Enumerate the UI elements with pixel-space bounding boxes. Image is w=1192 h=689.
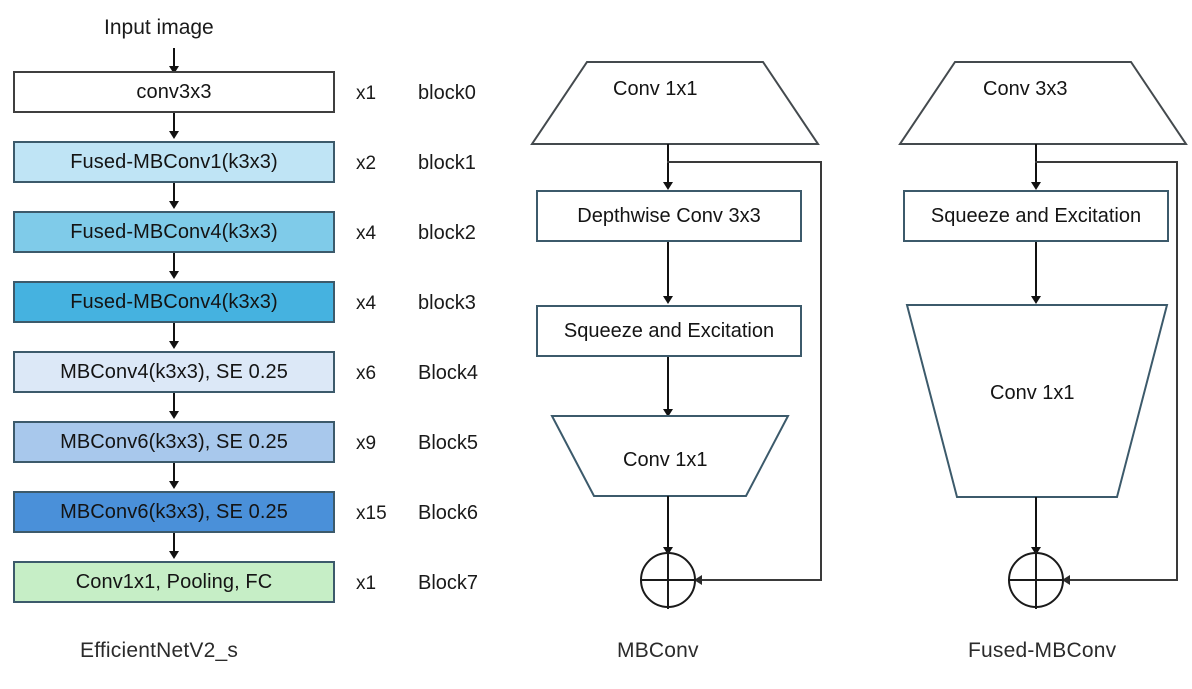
backbone-blockname-block3: block3 <box>418 292 476 314</box>
backbone-repeat-block6: x15 <box>356 503 387 524</box>
input-image-label: Input image <box>104 16 214 39</box>
mbconv-stage2-label: Depthwise Conv 3x3 <box>577 204 761 227</box>
input-connector-arrow <box>169 66 179 74</box>
backbone-connector-arrow-6 <box>169 551 179 559</box>
mbconv-skip-right <box>820 161 822 580</box>
backbone-connector-arrow-1 <box>169 201 179 209</box>
mbconv-expand-trapezoid <box>530 61 820 145</box>
mbconv-skip-top <box>667 161 822 163</box>
mbconv-arrow-1 <box>663 182 673 190</box>
mbconv-skip-arrow <box>694 575 702 585</box>
backbone-connector-arrow-0 <box>169 131 179 139</box>
backbone-box-block7: Conv1x1, Pooling, FC <box>13 561 335 603</box>
backbone-repeat-block0: x1 <box>356 83 377 104</box>
right-diagram-caption: Fused-MBConv <box>968 639 1117 662</box>
backbone-box-label: Conv1x1, Pooling, FC <box>75 570 273 593</box>
backbone-connector-arrow-3 <box>169 341 179 349</box>
mbconv-line-4 <box>667 496 669 550</box>
backbone-connector-line-4 <box>173 393 175 415</box>
mbconv-arrow-3 <box>663 409 673 417</box>
backbone-box-label: Fused-MBConv1(k3x3) <box>70 150 278 173</box>
backbone-connector-arrow-5 <box>169 481 179 489</box>
backbone-blockname-block5: Block5 <box>418 432 479 454</box>
backbone-repeat-block4: x6 <box>356 363 377 384</box>
backbone-blockname-block7: Block7 <box>418 572 479 594</box>
left-diagram-caption: EfficientNetV2_s <box>80 639 239 662</box>
fused-stage1-label: Conv 3x3 <box>983 78 1068 100</box>
fused-skip-top <box>1035 161 1178 163</box>
fused-skip-arrow <box>1062 575 1070 585</box>
fused-skip-bottom <box>1070 579 1178 581</box>
fused-stage3-label: Conv 1x1 <box>990 382 1075 404</box>
mbconv-stage4-label: Conv 1x1 <box>623 449 708 471</box>
fused-stage3-trapezoid <box>905 304 1169 498</box>
backbone-connector-arrow-2 <box>169 271 179 279</box>
input-connector-line <box>173 48 175 70</box>
fused-line-1 <box>1035 144 1037 186</box>
backbone-connector-line-6 <box>173 533 175 555</box>
backbone-box-block4: MBConv4(k3x3), SE 0.25 <box>13 351 335 393</box>
mbconv-arrow-2 <box>663 296 673 304</box>
backbone-blockname-block0: block0 <box>418 82 476 104</box>
backbone-box-label: Fused-MBConv4(k3x3) <box>70 290 278 313</box>
backbone-box-block5: MBConv6(k3x3), SE 0.25 <box>13 421 335 463</box>
backbone-repeat-block2: x4 <box>356 223 377 244</box>
mbconv-stage2-box: Depthwise Conv 3x3 <box>536 190 802 242</box>
backbone-box-block2: Fused-MBConv4(k3x3) <box>13 211 335 253</box>
mbconv-line-2 <box>667 242 669 299</box>
fused-stage2-box: Squeeze and Excitation <box>903 190 1169 242</box>
backbone-box-block3: Fused-MBConv4(k3x3) <box>13 281 335 323</box>
mbconv-stage3-label: Squeeze and Excitation <box>563 319 775 342</box>
mbconv-stage3-box: Squeeze and Excitation <box>536 305 802 357</box>
backbone-blockname-block6: Block6 <box>418 502 479 524</box>
middle-diagram-caption: MBConv <box>617 639 699 662</box>
backbone-box-block0: conv3x3 <box>13 71 335 113</box>
backbone-box-label: Fused-MBConv4(k3x3) <box>70 220 278 243</box>
backbone-repeat-block7: x1 <box>356 573 377 594</box>
fused-line-3 <box>1035 497 1037 550</box>
backbone-repeat-block5: x9 <box>356 433 377 454</box>
backbone-box-label: conv3x3 <box>136 80 212 103</box>
fused-add-icon <box>1008 551 1064 609</box>
fused-skip-right <box>1176 161 1178 580</box>
backbone-connector-line-2 <box>173 253 175 275</box>
backbone-blockname-block4: Block4 <box>418 362 479 384</box>
mbconv-line-3 <box>667 357 669 412</box>
fused-line-2 <box>1035 242 1037 299</box>
backbone-connector-line-1 <box>173 183 175 205</box>
backbone-connector-arrow-4 <box>169 411 179 419</box>
backbone-box-block6: MBConv6(k3x3), SE 0.25 <box>13 491 335 533</box>
fused-arrow-1 <box>1031 182 1041 190</box>
backbone-connector-line-0 <box>173 113 175 135</box>
fused-arrow-2 <box>1031 296 1041 304</box>
backbone-repeat-block1: x2 <box>356 153 377 174</box>
mbconv-stage1-label: Conv 1x1 <box>613 78 698 100</box>
mbconv-skip-bottom <box>702 579 822 581</box>
backbone-blockname-block2: block2 <box>418 222 476 244</box>
backbone-repeat-block3: x4 <box>356 293 377 314</box>
backbone-box-label: MBConv4(k3x3), SE 0.25 <box>60 360 288 383</box>
backbone-box-block1: Fused-MBConv1(k3x3) <box>13 141 335 183</box>
backbone-box-label: MBConv6(k3x3), SE 0.25 <box>60 430 288 453</box>
mbconv-add-icon <box>640 551 696 609</box>
mbconv-project-trapezoid <box>550 415 790 497</box>
backbone-connector-line-3 <box>173 323 175 345</box>
backbone-box-label: MBConv6(k3x3), SE 0.25 <box>60 500 288 523</box>
backbone-blockname-block1: block1 <box>418 152 476 174</box>
fused-stage2-label: Squeeze and Excitation <box>930 204 1142 227</box>
fused-stage1-trapezoid <box>898 61 1188 145</box>
backbone-connector-line-5 <box>173 463 175 485</box>
mbconv-line-1 <box>667 144 669 186</box>
